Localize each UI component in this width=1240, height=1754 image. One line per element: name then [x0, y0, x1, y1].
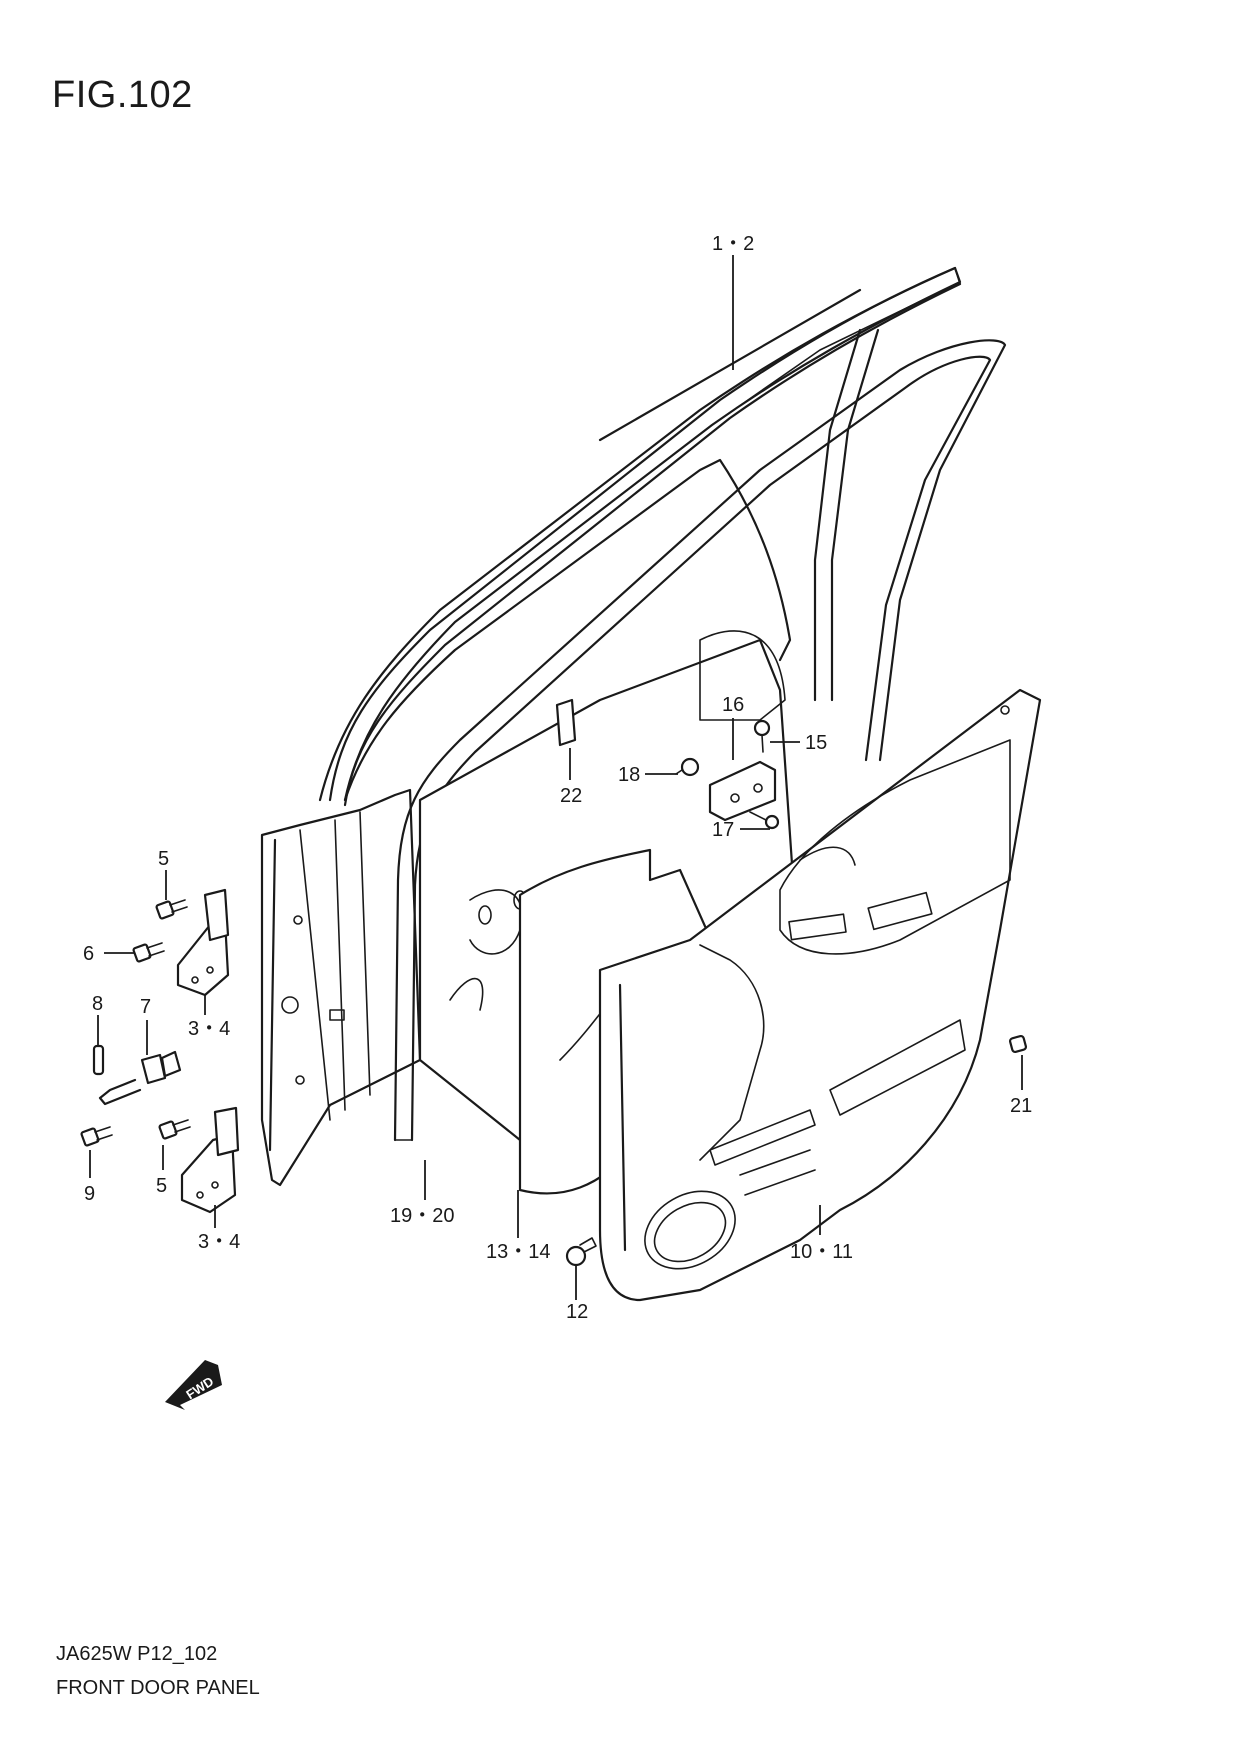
callout-6: 6 [83, 943, 94, 965]
callout-1-2: 1・2 [712, 233, 754, 255]
screw-17 [749, 811, 780, 830]
callout-5-lower: 5 [156, 1175, 167, 1197]
footer-diagram-code: JA625W P12_102 [56, 1643, 218, 1665]
door-check [98, 1050, 182, 1106]
bolt-5-lower [158, 1119, 191, 1140]
leader-lines [89, 255, 1023, 1300]
bolt-9 [80, 1126, 113, 1147]
hinge-upper [176, 888, 230, 997]
footer-diagram-name: FRONT DOOR PANEL [56, 1677, 260, 1699]
callout-5-upper: 5 [158, 848, 169, 870]
pin-8 [92, 1044, 105, 1076]
figure-title: FIG.102 [52, 74, 193, 116]
weatherstrip-outer [328, 266, 962, 807]
door-shell [260, 788, 422, 1187]
callout-18: 18 [618, 764, 640, 786]
callout-19-20: 19・20 [390, 1205, 455, 1227]
callout-21: 21 [1010, 1095, 1032, 1117]
callout-12: 12 [566, 1301, 588, 1323]
door-trim-panel [598, 688, 1042, 1302]
pad-22 [555, 698, 577, 747]
screw-15 [753, 719, 771, 753]
callout-9: 9 [84, 1183, 95, 1205]
bolt-6 [132, 942, 165, 963]
callout-3-4-lower: 3・4 [198, 1231, 240, 1253]
callout-22: 22 [560, 785, 582, 807]
callout-15: 15 [805, 732, 827, 754]
hinge-lower [180, 1106, 240, 1214]
bolt-5-upper [155, 899, 188, 920]
bracket-16 [708, 760, 777, 822]
callout-8: 8 [92, 993, 103, 1015]
fwd-arrow: FWD [165, 1360, 222, 1410]
callout-3-4-upper: 3・4 [188, 1018, 230, 1040]
callout-16: 16 [722, 694, 744, 716]
callout-7: 7 [140, 996, 151, 1018]
callout-13-14: 13・14 [486, 1241, 551, 1263]
callout-17: 17 [712, 819, 734, 841]
clip-12 [565, 1237, 597, 1267]
callout-10-11: 10・11 [790, 1241, 853, 1263]
plug-21 [1009, 1035, 1027, 1053]
